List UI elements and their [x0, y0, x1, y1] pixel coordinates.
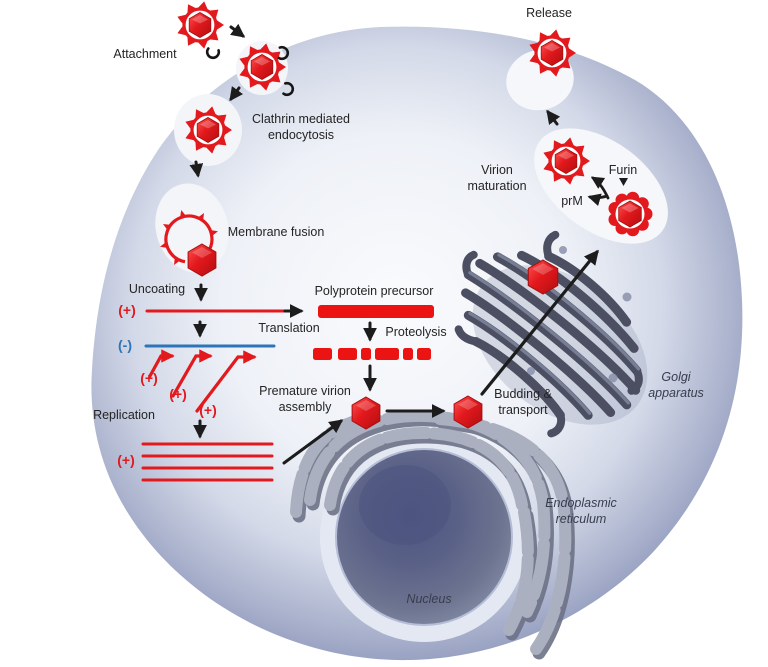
- virion-attachment-icon: [175, 0, 226, 51]
- label-golgi-line1: Golgi: [661, 370, 691, 384]
- arrow-to-release: [546, 109, 561, 126]
- label-translation: Translation: [258, 321, 320, 335]
- arrow-endocytosis: [229, 86, 244, 102]
- label-virion-maturation-line1: Virion: [481, 163, 513, 177]
- label-golgi-line2: apparatus: [648, 386, 704, 400]
- label-clathrin-line1: Clathrin mediated: [252, 112, 350, 126]
- replication-arrows: [148, 349, 257, 413]
- label-minus-strand: (-): [118, 337, 132, 353]
- nucleus-shape: [335, 448, 513, 626]
- fusing-envelope-icon: [160, 210, 218, 265]
- label-virion-maturation: Virion maturation: [467, 162, 526, 194]
- label-er-line2: reticulum: [555, 512, 607, 526]
- arrow-prm-cleavage: [587, 193, 609, 207]
- nucleolus-shade: [359, 465, 451, 545]
- label-premature-line1: Premature virion: [259, 384, 351, 398]
- polyprotein-bar: [318, 305, 434, 318]
- pathway-arrows: [189, 23, 610, 465]
- label-budding-transport: Budding & transport: [494, 386, 552, 418]
- label-uncoating: Uncoating: [128, 282, 186, 296]
- arrow-attachment: [229, 23, 246, 38]
- label-attachment: Attachment: [113, 47, 177, 61]
- replication-bundle: [141, 442, 274, 482]
- label-premature-virion-assembly: Premature virion assembly: [259, 383, 351, 415]
- golgi-vesicle-dots: [527, 246, 632, 383]
- label-nucleus: Nucleus: [406, 592, 452, 606]
- label-prm: prM: [561, 194, 583, 208]
- er-shape: [290, 409, 572, 655]
- label-plus-strand-4: (+): [199, 402, 217, 418]
- furin-pointer-icon: [619, 178, 628, 186]
- label-proteolysis: Proteolysis: [385, 325, 447, 339]
- label-er-line1: Endoplasmic: [545, 496, 617, 510]
- label-furin: Furin: [608, 163, 638, 177]
- arrow-to-fusion: [189, 160, 204, 178]
- label-golgi-apparatus: Golgi apparatus: [648, 369, 704, 401]
- proteolysis-segments: [313, 348, 431, 360]
- label-endoplasmic-reticulum: Endoplasmic reticulum: [545, 495, 617, 527]
- golgi-apparatus-shape: [454, 230, 643, 438]
- label-plus-strand-1: (+): [118, 302, 136, 318]
- polyprotein-graphics: [313, 305, 434, 360]
- arrow-budding-transport: [480, 249, 599, 396]
- label-premature-line2: assembly: [278, 400, 332, 414]
- label-virion-maturation-line2: maturation: [467, 179, 527, 193]
- label-plus-strand-5: (+): [117, 452, 135, 468]
- label-plus-strand-2: (+): [140, 370, 158, 386]
- label-membrane-fusion: Membrane fusion: [227, 225, 325, 239]
- label-release: Release: [526, 6, 572, 20]
- label-polyprotein-precursor: Polyprotein precursor: [314, 284, 434, 298]
- genome-graphics: [141, 309, 286, 482]
- label-clathrin-line2: endocytosis: [267, 128, 334, 142]
- label-budding-line2: transport: [498, 403, 548, 417]
- label-clathrin-endocytosis: Clathrin mediated endocytosis: [252, 111, 350, 143]
- label-budding-line1: Budding &: [494, 387, 552, 401]
- arrow-genome-to-er: [282, 419, 344, 465]
- label-replication: Replication: [93, 408, 155, 422]
- label-plus-strand-3: (+): [169, 386, 187, 402]
